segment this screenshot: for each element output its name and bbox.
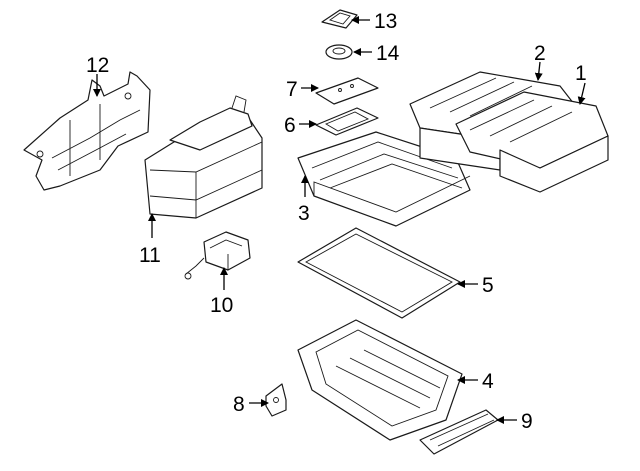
callout-4: 4 xyxy=(482,370,494,393)
callout-12: 12 xyxy=(86,54,109,77)
callout-11: 11 xyxy=(139,244,161,267)
part-13-cap xyxy=(321,9,358,29)
part-14-grommet xyxy=(325,44,353,60)
part-4-tray xyxy=(297,319,463,441)
part-7-plate xyxy=(315,77,379,105)
callout-2: 2 xyxy=(534,42,546,65)
callout-13: 13 xyxy=(374,10,397,33)
callout-1: 1 xyxy=(575,62,587,85)
callout-7: 7 xyxy=(286,78,298,101)
callout-9: 9 xyxy=(521,410,533,433)
part-5-seal-gasket xyxy=(297,227,461,319)
callout-5: 5 xyxy=(482,274,494,297)
callout-10: 10 xyxy=(210,294,233,317)
part-12-bracket xyxy=(23,71,151,191)
part-10-connector xyxy=(184,231,251,280)
callout-3: 3 xyxy=(298,202,310,225)
callout-14: 14 xyxy=(376,42,400,65)
part-6-gasket xyxy=(315,107,379,136)
part-1-battery-pack xyxy=(455,91,609,193)
callout-6: 6 xyxy=(284,114,296,137)
part-8-bracket xyxy=(265,383,287,417)
callout-8: 8 xyxy=(233,393,245,416)
part-11-junction-box xyxy=(144,95,263,219)
